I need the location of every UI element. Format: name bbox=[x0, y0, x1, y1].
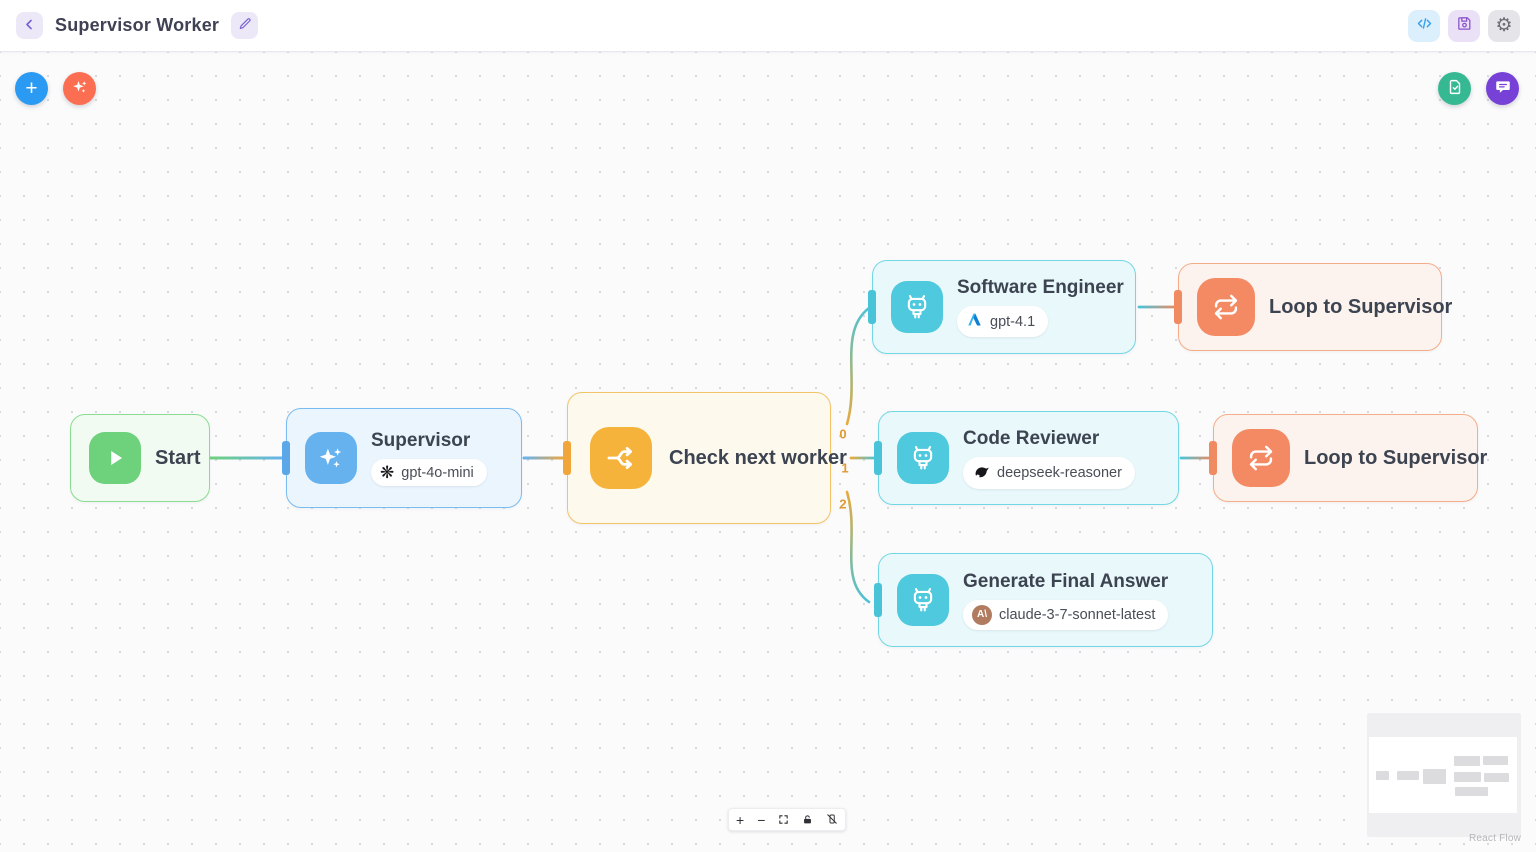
robot-icon bbox=[897, 574, 949, 626]
supervisor-target-handle[interactable] bbox=[282, 441, 290, 475]
zoom-in-button[interactable]: + bbox=[736, 813, 744, 827]
canvas-controls: + − bbox=[728, 808, 847, 831]
model-name: claude-3-7-sonnet-latest bbox=[999, 606, 1156, 623]
node-check-label: Check next worker bbox=[669, 446, 847, 469]
model-pill: gpt-4.1 bbox=[957, 306, 1049, 337]
deepseek-icon bbox=[972, 462, 990, 484]
node-check-next-worker[interactable]: Check next worker bbox=[563, 392, 847, 524]
loop2-target-handle[interactable] bbox=[1209, 441, 1217, 475]
minimap-node-supervisor bbox=[1397, 771, 1419, 780]
save-icon bbox=[1456, 15, 1473, 37]
node-generate-final-answer[interactable]: Generate Final Answer A\ claude-3-7-sonn… bbox=[874, 553, 1213, 647]
plus-icon: + bbox=[736, 811, 745, 828]
fit-view-button[interactable] bbox=[778, 813, 789, 827]
minimap-node-check bbox=[1423, 769, 1446, 784]
minimap-node-software-engineer bbox=[1454, 756, 1480, 766]
settings-button[interactable]: ⚙ bbox=[1488, 9, 1520, 42]
robot-icon bbox=[897, 432, 949, 484]
openai-icon: ❋ bbox=[380, 463, 395, 482]
page-title: Supervisor Worker bbox=[55, 15, 220, 35]
model-name: deepseek-reasoner bbox=[997, 464, 1122, 481]
back-button[interactable] bbox=[16, 12, 43, 39]
chat-bubble-icon bbox=[1494, 78, 1512, 99]
play-icon bbox=[89, 432, 141, 484]
node-start[interactable]: Start bbox=[70, 414, 210, 502]
minimap-node-loop1 bbox=[1483, 756, 1508, 765]
pencil-icon bbox=[238, 17, 252, 34]
minimap-node-loop2 bbox=[1484, 773, 1509, 782]
ai-assist-button[interactable] bbox=[63, 72, 96, 105]
lock-button[interactable] bbox=[802, 813, 813, 827]
sparkles-icon bbox=[71, 78, 89, 99]
generate-final-answer-target-handle[interactable] bbox=[874, 583, 882, 617]
rename-button[interactable] bbox=[231, 12, 259, 39]
node-supervisor-title: Supervisor bbox=[371, 430, 471, 451]
model-name: gpt-4.1 bbox=[990, 313, 1036, 330]
software-engineer-target-handle[interactable] bbox=[868, 290, 876, 324]
flow-canvas[interactable]: + bbox=[0, 52, 1536, 852]
save-button[interactable] bbox=[1448, 9, 1480, 42]
fit-view-icon bbox=[778, 813, 789, 827]
minus-icon: − bbox=[757, 811, 766, 828]
node-loop-to-supervisor-1[interactable]: Loop to Supervisor bbox=[1174, 263, 1452, 351]
loop1-target-handle[interactable] bbox=[1174, 290, 1182, 324]
model-pill: ❋ gpt-4o-mini bbox=[371, 459, 487, 486]
gear-icon: ⚙ bbox=[1495, 15, 1513, 36]
node-supervisor[interactable]: Supervisor ❋ gpt-4o-mini bbox=[282, 408, 522, 508]
chat-button[interactable] bbox=[1486, 72, 1519, 105]
loop-icon bbox=[1232, 429, 1290, 487]
branch-icon bbox=[590, 427, 652, 489]
minimap-node-start bbox=[1376, 771, 1389, 780]
interactivity-toggle-button[interactable] bbox=[826, 813, 838, 827]
check-target-handle[interactable] bbox=[563, 441, 571, 475]
node-code-reviewer[interactable]: Code Reviewer deepseek-reasoner bbox=[874, 411, 1179, 505]
header-bar: Supervisor Worker ⚙ bbox=[0, 0, 1536, 52]
node-software-engineer[interactable]: Software Engineer gpt-4.1 bbox=[868, 260, 1136, 354]
pointer-off-icon bbox=[826, 813, 838, 827]
lock-icon bbox=[802, 813, 813, 827]
minimap-node-generate-final-answer bbox=[1455, 787, 1488, 796]
document-check-icon bbox=[1446, 78, 1464, 99]
minimap[interactable] bbox=[1367, 713, 1521, 837]
azure-icon bbox=[966, 311, 983, 332]
node-software-engineer-title: Software Engineer bbox=[957, 277, 1124, 298]
plus-icon: + bbox=[25, 76, 38, 100]
model-pill: deepseek-reasoner bbox=[963, 456, 1135, 489]
add-node-button[interactable]: + bbox=[15, 72, 48, 105]
robot-icon bbox=[891, 281, 943, 333]
code-icon bbox=[1416, 15, 1433, 37]
loop-icon bbox=[1197, 278, 1255, 336]
anthropic-icon: A\ bbox=[972, 604, 992, 625]
node-loop-to-supervisor-2[interactable]: Loop to Supervisor bbox=[1209, 414, 1487, 502]
checklist-button[interactable] bbox=[1438, 72, 1471, 105]
node-generate-final-answer-title: Generate Final Answer bbox=[963, 570, 1169, 592]
sparkles-icon bbox=[305, 432, 357, 484]
zoom-out-button[interactable]: − bbox=[757, 813, 765, 827]
chevron-left-icon bbox=[22, 17, 37, 35]
edge-label-1: 1 bbox=[841, 460, 849, 476]
edge-label-0: 0 bbox=[839, 426, 847, 442]
model-pill: A\ claude-3-7-sonnet-latest bbox=[963, 599, 1169, 630]
node-code-reviewer-title: Code Reviewer bbox=[963, 427, 1100, 449]
edge-label-2: 2 bbox=[839, 496, 847, 512]
code-view-button[interactable] bbox=[1408, 9, 1440, 42]
node-loop1-label: Loop to Supervisor bbox=[1269, 295, 1453, 318]
model-name: gpt-4o-mini bbox=[401, 464, 474, 481]
reactflow-attribution: React Flow bbox=[1468, 833, 1521, 844]
minimap-node-code-reviewer bbox=[1454, 772, 1481, 782]
node-loop2-label: Loop to Supervisor bbox=[1304, 446, 1488, 469]
code-reviewer-target-handle[interactable] bbox=[874, 441, 882, 475]
node-start-label: Start bbox=[155, 446, 201, 469]
